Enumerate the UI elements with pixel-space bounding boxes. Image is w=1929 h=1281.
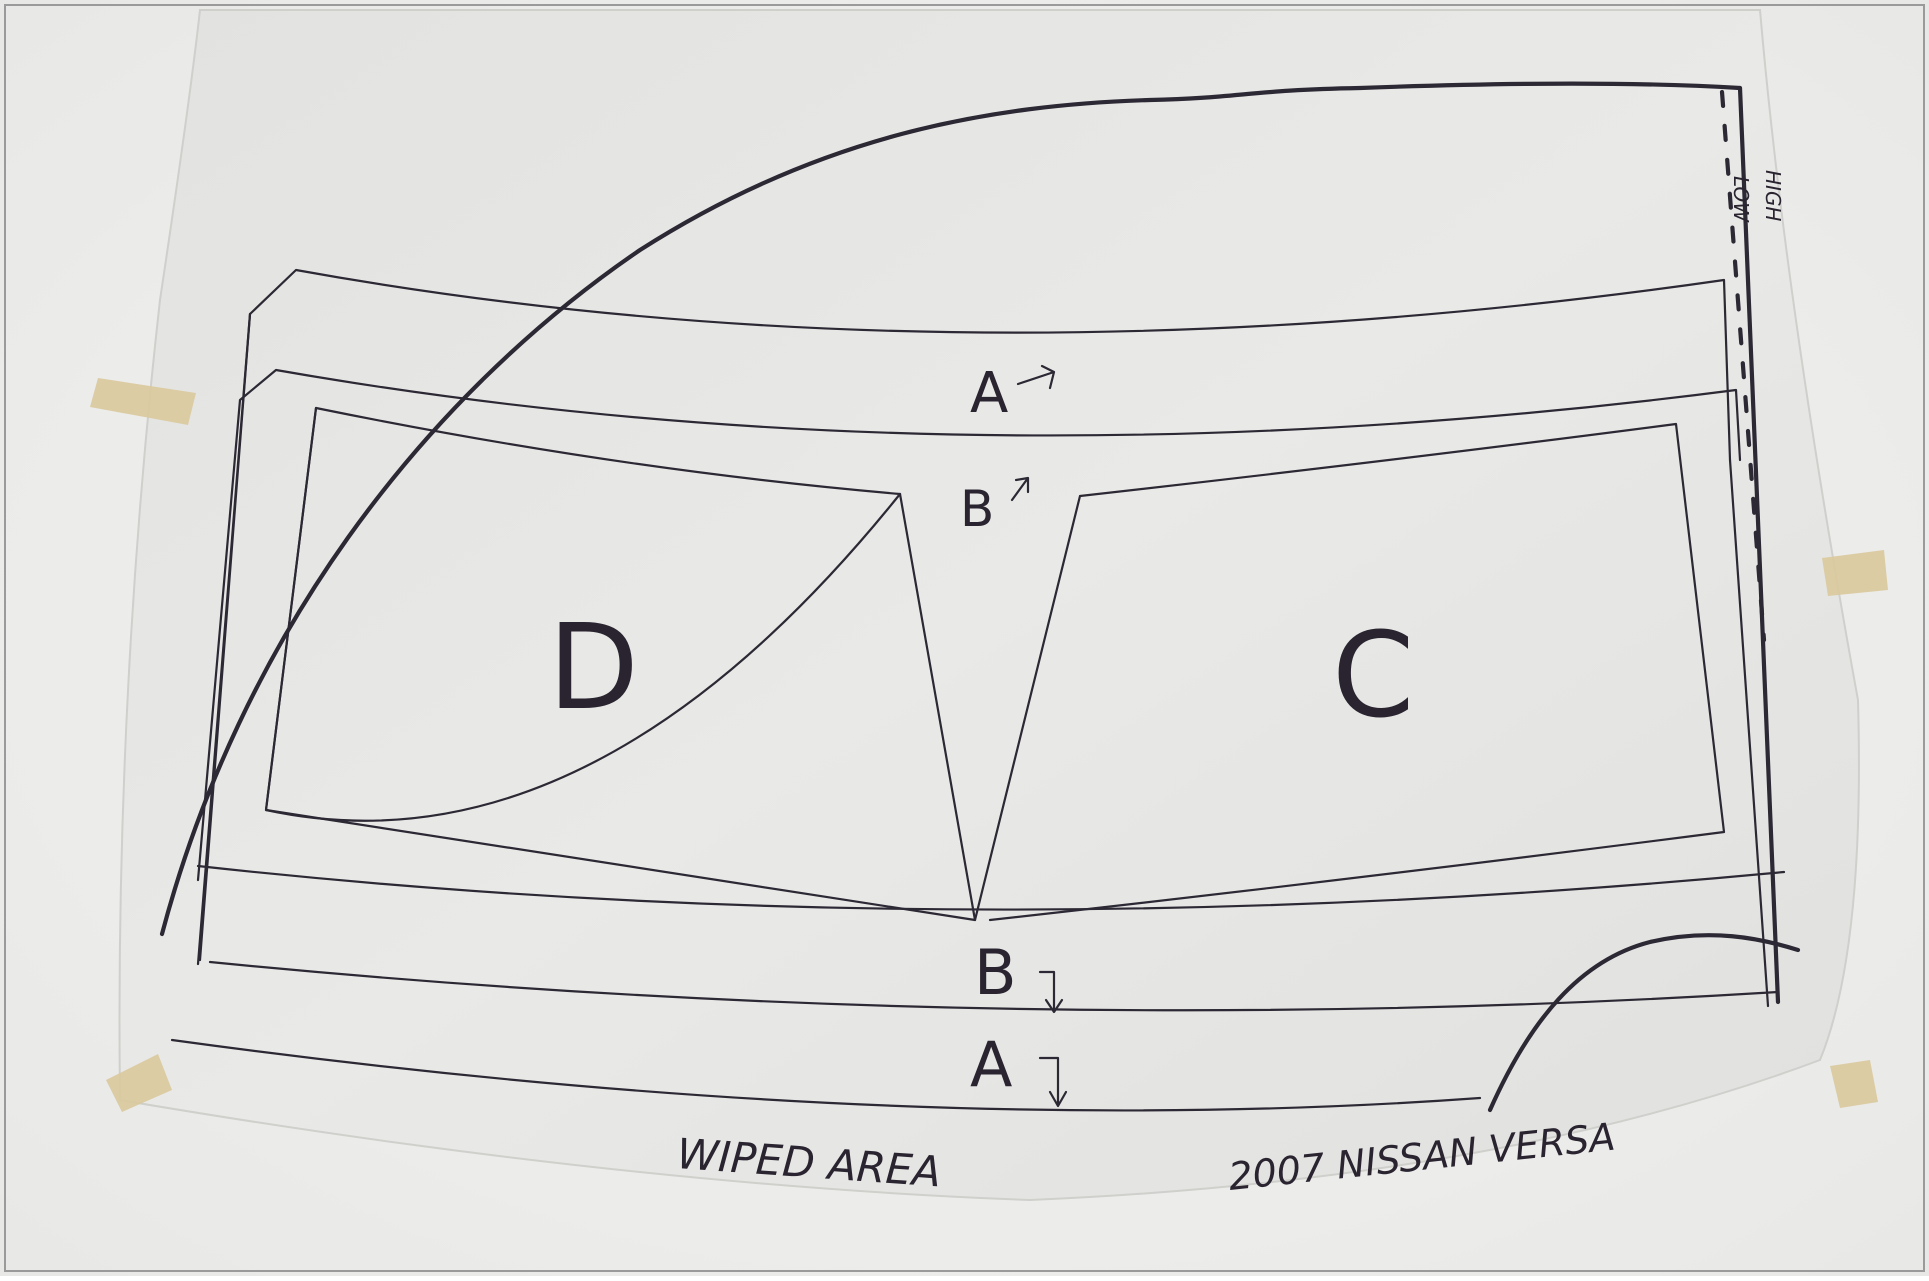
- tape-left-upper: [90, 378, 196, 425]
- label-c: C: [1332, 606, 1414, 744]
- region-d-box: [264, 406, 977, 922]
- arrow-a-bottom: [1038, 1056, 1068, 1108]
- label-b-top: B: [960, 480, 994, 538]
- outline-outer-top: [198, 268, 1732, 962]
- corner-arc: [1487, 933, 1801, 1113]
- arrow-a-top: [1016, 364, 1056, 390]
- paper-sheet: [118, 9, 1860, 1202]
- left-edge-line: [196, 312, 252, 966]
- band-line-2: [208, 960, 1780, 1012]
- label-b-bottom: B: [974, 936, 1017, 1009]
- side-label-low: LOW: [1729, 176, 1753, 223]
- arrow-b-bottom: [1038, 970, 1064, 1014]
- band-line-1: [196, 864, 1786, 911]
- right-edge-line: [1737, 85, 1781, 1005]
- dashed-low-line: [1719, 89, 1767, 643]
- tape-right-lower: [1830, 1060, 1878, 1108]
- label-a-bottom: A: [970, 1028, 1012, 1101]
- band-line-3: [170, 1038, 1482, 1112]
- arrow-b-top: [1010, 476, 1030, 502]
- right-inner-edge-line: [1728, 458, 1770, 1008]
- label-d: D: [548, 598, 639, 736]
- outline-second-top: [196, 368, 1742, 882]
- wiper-sweep-arc: [159, 81, 1743, 937]
- tape-right-middle: [1822, 550, 1888, 596]
- tape-left-lower: [106, 1054, 172, 1112]
- side-label-high: HIGH: [1761, 170, 1785, 221]
- label-a-top: A: [970, 361, 1008, 426]
